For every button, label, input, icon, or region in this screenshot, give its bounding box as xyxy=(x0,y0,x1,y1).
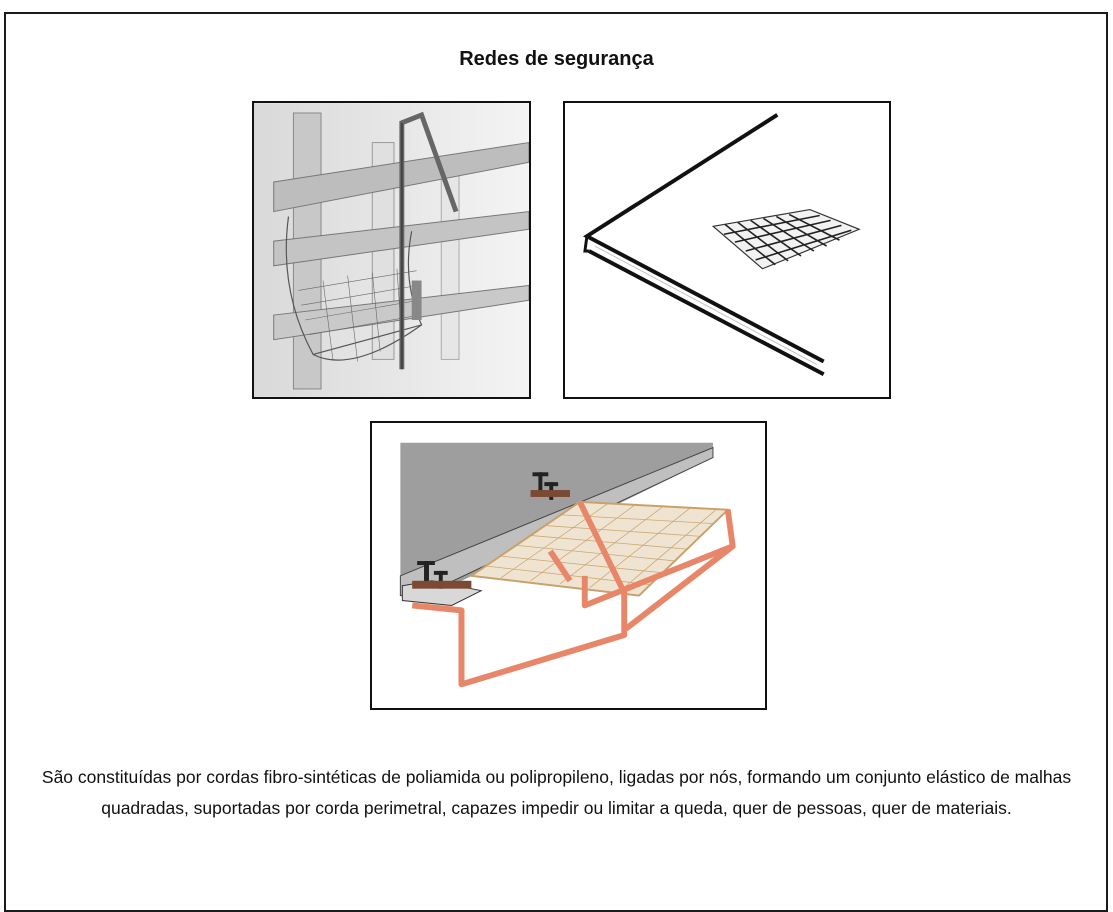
slab-corner-net-illustration xyxy=(563,101,891,399)
cantilever-net-svg xyxy=(372,423,765,708)
building-facade-safety-net-illustration xyxy=(252,101,531,399)
cantilever-net-bracket-illustration xyxy=(370,421,767,710)
description-paragraph: São constituídas por cordas fibro-sintét… xyxy=(41,767,1072,818)
slab-corner-svg xyxy=(565,103,889,397)
page-title: Redes de segurança xyxy=(459,48,654,70)
building-facade-svg xyxy=(254,103,529,397)
